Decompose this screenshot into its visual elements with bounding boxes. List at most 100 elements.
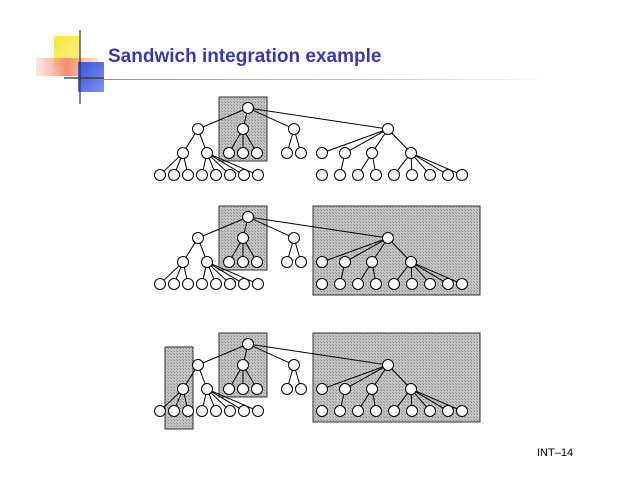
panel-2-node [237,232,249,244]
panel-2-node [366,256,378,268]
panel-3-node [288,359,300,371]
panel-2-node [196,278,208,290]
panel-3-node [370,405,382,417]
panel-3-node [388,405,400,417]
panel-2-node [252,278,264,290]
panel-1-edge [396,157,409,171]
panel-2-edge [288,243,293,257]
panel-3-node [177,383,189,395]
panel-3-node [237,359,249,371]
panel-2-node [210,278,222,290]
panel-1-edge [208,157,215,171]
panel-3-edge [326,366,384,388]
panel-2-node [334,278,346,290]
panel-3-edge [202,345,244,364]
panel-2-node [154,278,166,290]
panel-1-edge [360,157,370,171]
title-decoration [36,30,104,104]
panel-3-edge [288,370,293,384]
panel-1-node [316,147,328,159]
panel-1-edge [288,134,293,148]
panel-3-edge [183,394,188,406]
panel-1-edge [243,113,248,124]
panel-1-node [154,169,166,181]
panel-2-node [177,256,189,268]
panel-3-edge [415,391,444,409]
panel-1-node [196,169,208,181]
panel-3-node [168,405,180,417]
panel-3-edge [185,369,196,385]
panel-1-node [251,147,263,159]
panel-3-node [442,405,454,417]
panel-2-edge [210,265,227,281]
panel-2-edge [231,242,241,258]
panel-1-node [201,147,213,159]
panel-2-edge [340,267,345,279]
panel-1-node [288,123,300,135]
panel-2-node [424,278,436,290]
panel-1-node [424,169,436,181]
panel-3-node [196,405,208,417]
panel-2-edge [252,218,290,237]
panel-1-edge [295,134,300,148]
panel-3-node [251,383,263,395]
panel-1-node [442,169,454,181]
panel-3-node [352,405,364,417]
panel-3-edge [202,394,207,406]
panel-3-node [316,405,328,417]
deco-blue-square [78,62,104,92]
panel-2-edge [295,243,300,257]
panel-2-node [388,278,400,290]
panel-2-edge [391,241,408,259]
panel-1-node [223,147,235,159]
panel-2-node [295,256,307,268]
panel-2-edge [243,222,248,233]
panel-2-edge [163,265,180,281]
panel-1-node [281,147,293,159]
panel-2-edge [175,266,182,280]
panel-2-node [223,256,235,268]
panel-3-node [182,405,194,417]
panel-2-edge [415,264,444,282]
panel-3-edge [199,369,206,385]
panel-1-edge [202,109,244,128]
panel-2-node [442,278,454,290]
title-underline [100,79,555,80]
panel-2-edge [414,265,427,281]
panel-3-edge [396,393,409,407]
panel-3-node [224,405,236,417]
panel-2-edge [208,266,215,280]
panel-1-edge [245,133,255,149]
panel-3-node [339,383,351,395]
panel-3-edge [374,369,386,385]
panel-1-edge [185,133,196,149]
panel-3-edge [414,392,427,408]
panel-1-node [192,123,204,135]
panel-1-node [339,147,351,159]
panel-3-node [223,383,235,395]
panel-3-node [366,383,378,395]
panel-1-node [177,147,189,159]
panel-3-edge [253,344,383,365]
panel-3-edge [211,391,240,409]
panel-3-node [406,405,418,417]
panel-1-node [210,169,222,181]
panel-2-edge [245,242,255,258]
panel-2-node [316,278,328,290]
panel-1-node [238,169,250,181]
panel-3-node [281,383,293,395]
panel-2-edge [360,266,370,280]
panel-3-node [237,383,249,395]
panel-3-edge [243,349,248,360]
panel-1-node [352,169,364,181]
panel-3-node [210,405,222,417]
panel-2-node [237,256,249,268]
panel-3-node [201,383,213,395]
panel-3-edge [410,394,413,406]
panel-3-edge [360,393,370,407]
panel-1-node [388,169,400,181]
slide-number: INT–14 [537,447,574,459]
panel-1-node [406,169,418,181]
panel-1-node [334,169,346,181]
panel-3-edge [245,369,255,385]
